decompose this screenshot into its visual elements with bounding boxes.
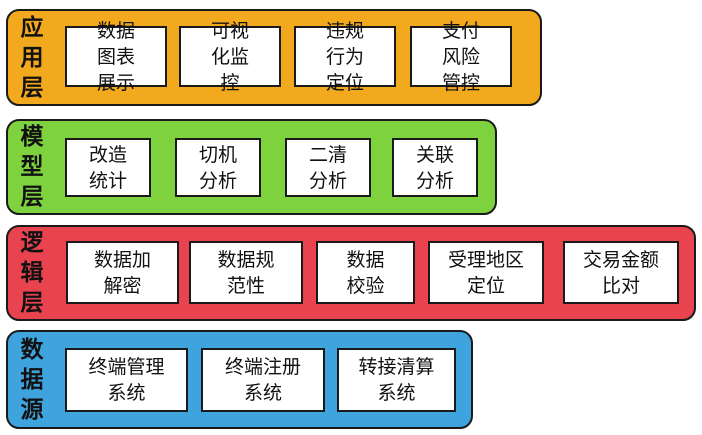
layer-application: 应用层 数据图表展示 可视化监控 违规行为定位 支付风险管控: [6, 9, 542, 106]
layer-title: 逻辑层: [20, 230, 44, 316]
layer-title: 数据源: [20, 336, 44, 423]
box-data-encryption-decryption: 数据加解密: [66, 241, 179, 304]
box-association-analysis: 关联分析: [392, 138, 478, 197]
layer-title: 模型层: [20, 124, 44, 210]
box-secondary-clearing-analysis: 二清分析: [285, 138, 371, 197]
box-acceptance-region-locating: 受理地区定位: [428, 241, 544, 304]
layer-label-data-source: 数据源: [14, 332, 50, 427]
box-transfer-clearing-system: 转接清算系统: [337, 348, 456, 412]
box-transaction-amount-comparison: 交易金额比对: [563, 241, 679, 304]
box-visual-monitoring: 可视化监控: [179, 20, 281, 94]
box-machine-switch-analysis: 切机分析: [175, 138, 261, 197]
box-terminal-registration-system: 终端注册系统: [201, 348, 325, 412]
box-modification-statistics: 改造统计: [65, 138, 151, 197]
layer-data-source: 数据源 终端管理系统 终端注册系统 转接清算系统: [6, 330, 473, 429]
layer-label-model: 模型层: [14, 121, 50, 213]
layer-title: 应用层: [20, 14, 44, 101]
box-payment-risk-control: 支付风险管控: [410, 20, 512, 94]
layer-label-logic: 逻辑层: [14, 227, 50, 319]
box-data-chart-display: 数据图表展示: [65, 20, 167, 94]
box-data-standardization: 数据规范性: [189, 241, 303, 304]
layer-logic: 逻辑层 数据加解密 数据规范性 数据校验 受理地区定位 交易金额比对: [6, 225, 696, 321]
box-data-verification: 数据校验: [316, 241, 415, 304]
layer-label-application: 应用层: [14, 11, 50, 104]
box-terminal-management-system: 终端管理系统: [65, 348, 188, 412]
layer-model: 模型层 改造统计 切机分析 二清分析 关联分析: [6, 119, 497, 215]
box-violation-locating: 违规行为定位: [294, 20, 396, 94]
